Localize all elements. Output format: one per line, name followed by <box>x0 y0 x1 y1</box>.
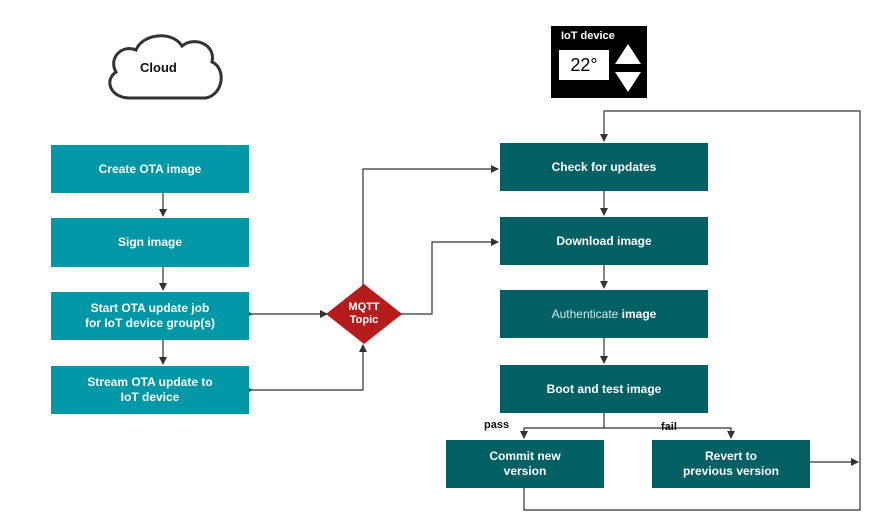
mqtt-topic-diamond <box>326 284 402 344</box>
mqtt-topic-label: MQTT Topic <box>348 301 380 326</box>
stream-ota-update-step: Stream OTA update to IoT device <box>51 366 249 414</box>
download-image-step: Download image <box>500 217 708 265</box>
authenticate-suffix: image <box>618 306 657 321</box>
loop-commit-back <box>523 110 861 511</box>
boot-and-test-step: Boot and test image <box>500 365 708 413</box>
start-ota-job-step: Start OTA update job for IoT device grou… <box>51 292 249 340</box>
up-down-arrows-icon <box>615 44 641 92</box>
cloud-label: Cloud <box>140 60 177 75</box>
fail-label: fail <box>661 421 677 433</box>
arrow-stream-mqtt <box>245 344 367 394</box>
iot-device-widget: IoT device 22° <box>551 26 647 98</box>
check-for-updates-step: Check for updates <box>500 143 708 191</box>
commit-new-version-step: Commit new version <box>446 440 604 488</box>
create-ota-image-step: Create OTA image <box>51 145 249 193</box>
authenticate-word: Authenticate <box>551 306 619 321</box>
authenticate-image-step: Authenticate image <box>500 290 708 338</box>
iot-device-title: IoT device <box>561 30 615 42</box>
arrow-fail-branch <box>604 427 735 439</box>
sign-image-step: Sign image <box>51 218 249 267</box>
arrow-pass-branch <box>520 413 605 439</box>
cloud-shape <box>108 34 223 100</box>
arrow-mqtt-check <box>359 165 499 291</box>
arrow-mqtt-download <box>395 238 499 318</box>
revert-previous-version-step: Revert to previous version <box>652 440 810 488</box>
pass-label: pass <box>484 419 510 431</box>
temperature-display: 22° <box>559 50 609 80</box>
